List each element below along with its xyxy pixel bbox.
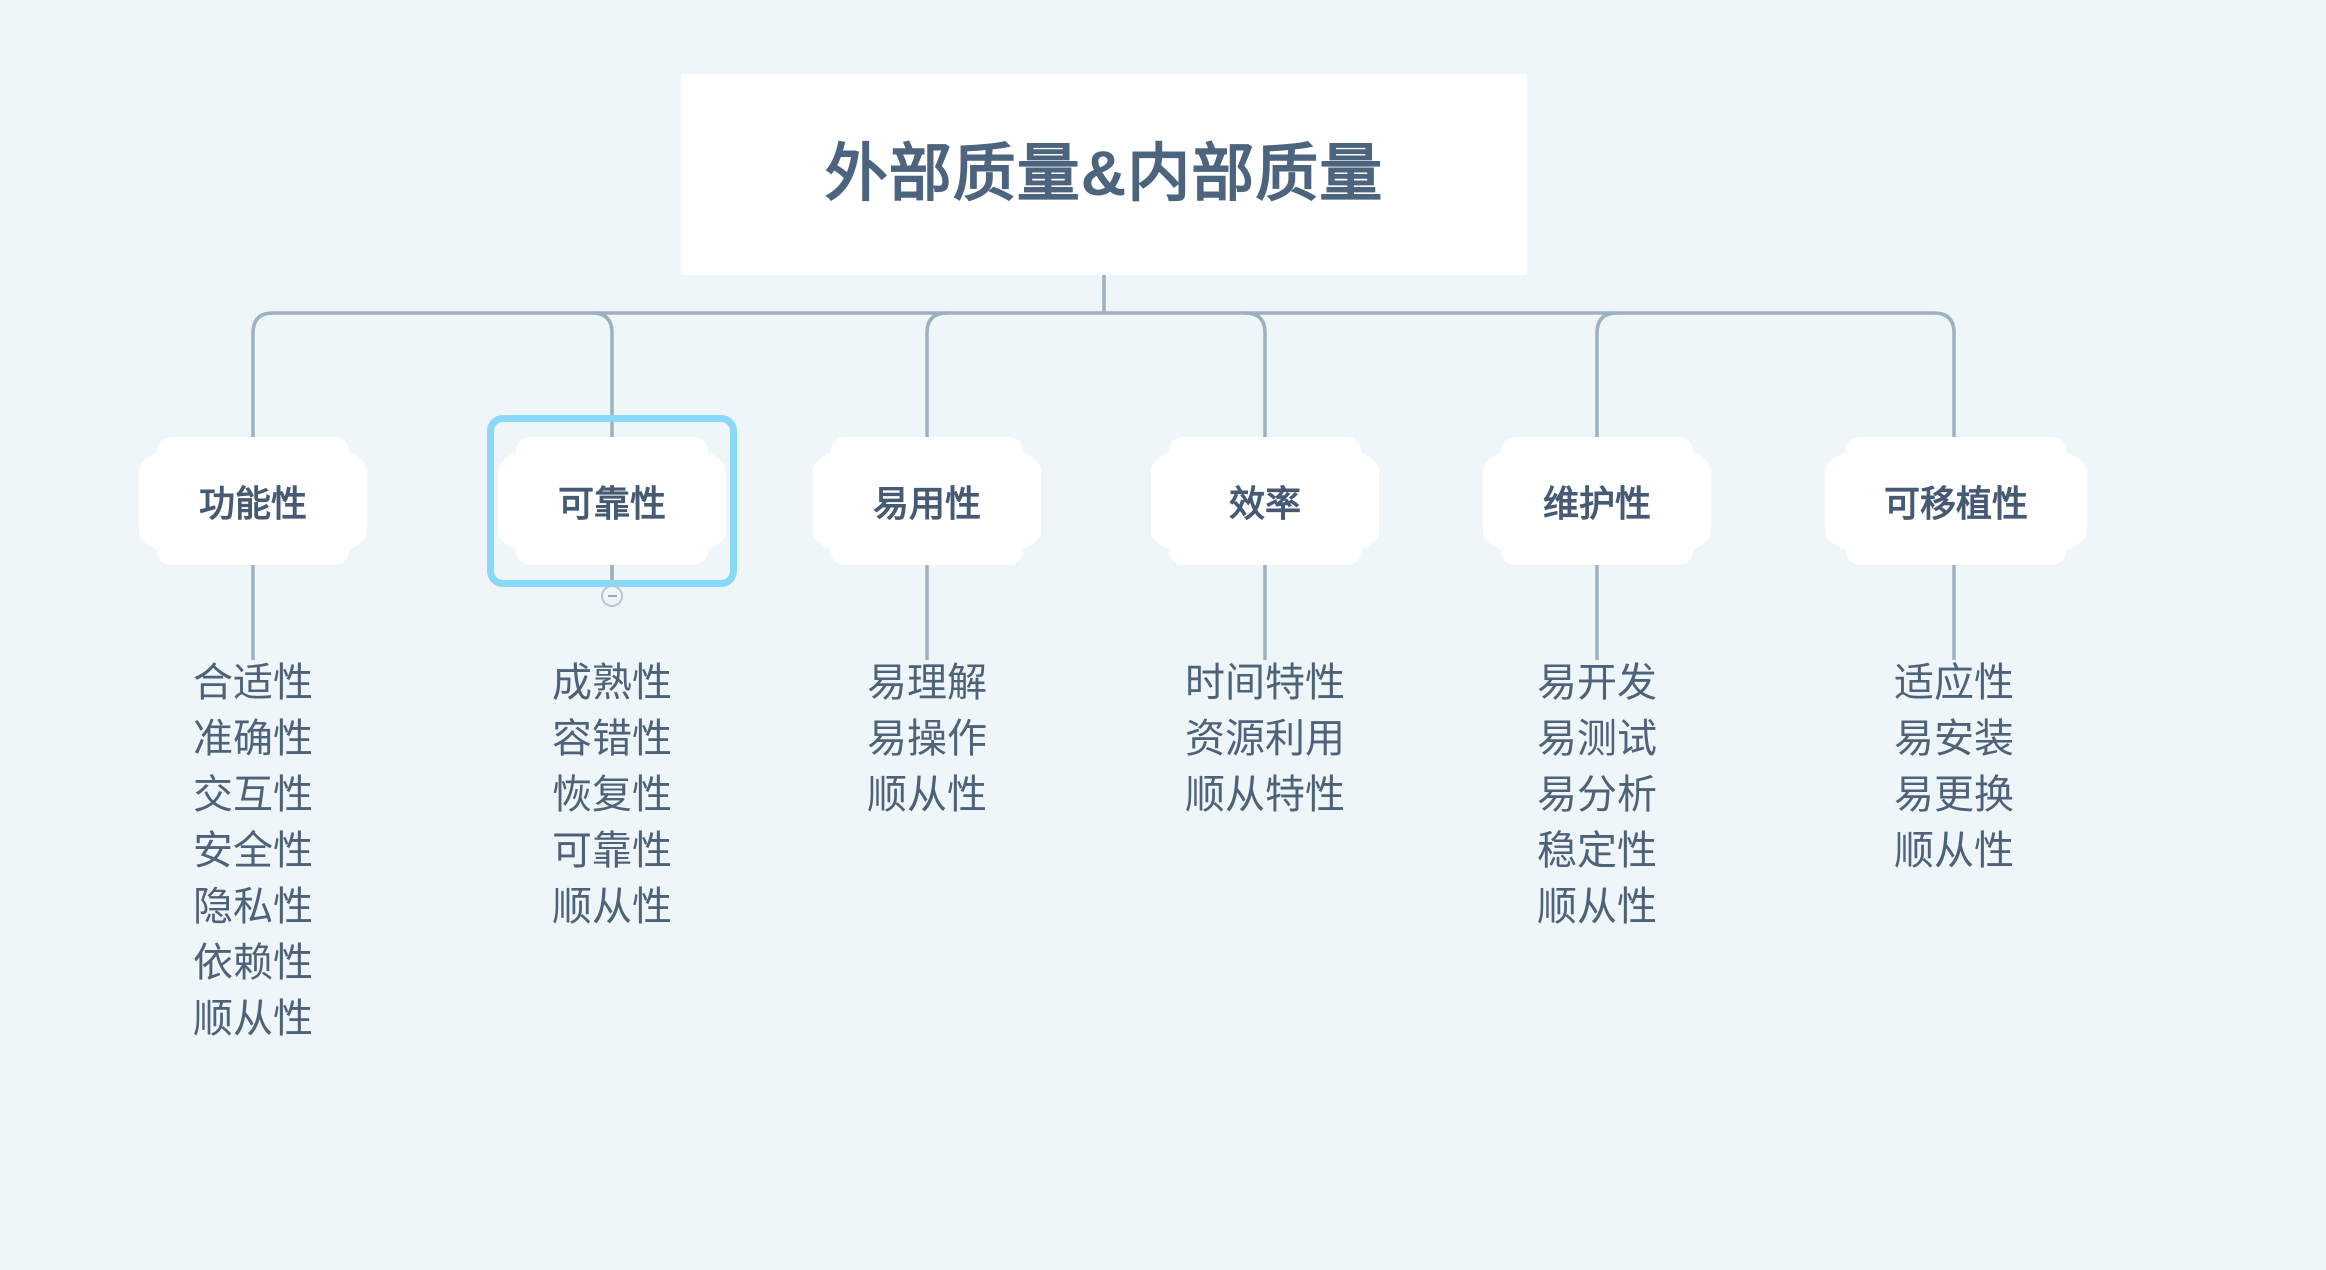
leaf-item: 稳定性 — [1537, 829, 1657, 873]
leaf-item: 隐私性 — [193, 885, 313, 929]
leaf-item: 安全性 — [193, 829, 313, 873]
leaf-item: 顺从性 — [552, 885, 672, 929]
leaf-item: 顺从性 — [193, 997, 313, 1041]
leaf-item: 顺从性 — [1537, 885, 1657, 929]
leaf-item: 适应性 — [1894, 661, 2014, 705]
branch-label: 功能性 — [198, 483, 307, 524]
leaf-item: 易理解 — [867, 661, 987, 705]
leaf-item: 时间特性 — [1185, 661, 1345, 705]
branch-node-reliability[interactable]: 可靠性 — [487, 415, 737, 587]
leaf-item: 容错性 — [552, 717, 672, 761]
leaf-item: 易测试 — [1537, 717, 1657, 761]
leaf-item: 成熟性 — [552, 661, 672, 705]
leaf-item: 易操作 — [867, 717, 987, 761]
leaf-item: 准确性 — [193, 717, 313, 761]
leaf-item: 顺从特性 — [1185, 773, 1345, 817]
root-title: 外部质量&内部质量 — [824, 139, 1384, 209]
root-node[interactable]: 外部质量&内部质量 — [681, 74, 1527, 275]
branch-node-usability[interactable]: 易用性 — [813, 437, 1041, 565]
leaf-column-functionality: 合适性 准确性 交互性 安全性 隐私性 依赖性 顺从性 — [193, 655, 313, 1047]
leaf-item: 可靠性 — [552, 829, 672, 873]
leaf-item: 顺从性 — [1894, 829, 2014, 873]
leaf-item: 易更换 — [1894, 773, 2014, 817]
leaf-column-efficiency: 时间特性 资源利用 顺从特性 — [1185, 655, 1345, 823]
branch-node-efficiency[interactable]: 效率 — [1151, 437, 1379, 565]
leaf-column-reliability: 成熟性 容错性 恢复性 可靠性 顺从性 — [552, 655, 672, 935]
collapse-toggle-reliability[interactable] — [601, 585, 623, 607]
leaf-item: 易分析 — [1537, 773, 1657, 817]
branch-label: 可移植性 — [1883, 483, 2028, 524]
branch-shape — [1825, 437, 2087, 565]
branch-label: 效率 — [1228, 483, 1301, 524]
leaf-item: 依赖性 — [193, 941, 313, 985]
leaf-item: 顺从性 — [867, 773, 987, 817]
branch-node-functionality[interactable]: 功能性 — [139, 437, 367, 565]
leaf-item: 易安装 — [1894, 717, 2014, 761]
branch-label: 易用性 — [872, 483, 981, 524]
leaf-item: 合适性 — [193, 661, 313, 705]
minus-icon — [607, 595, 617, 597]
branch-label: 维护性 — [1542, 483, 1651, 524]
leaf-item: 恢复性 — [552, 773, 672, 817]
leaf-item: 易开发 — [1537, 661, 1657, 705]
leaf-column-usability: 易理解 易操作 顺从性 — [867, 655, 987, 823]
leaf-column-maintainability: 易开发 易测试 易分析 稳定性 顺从性 — [1537, 655, 1657, 935]
leaf-item: 交互性 — [193, 773, 313, 817]
leaf-item: 资源利用 — [1185, 717, 1345, 761]
leaf-column-portability: 适应性 易安装 易更换 顺从性 — [1894, 655, 2014, 879]
branch-node-portability[interactable]: 可移植性 — [1825, 437, 2087, 565]
branch-node-maintainability[interactable]: 维护性 — [1483, 437, 1711, 565]
branch-label: 可靠性 — [557, 483, 666, 524]
